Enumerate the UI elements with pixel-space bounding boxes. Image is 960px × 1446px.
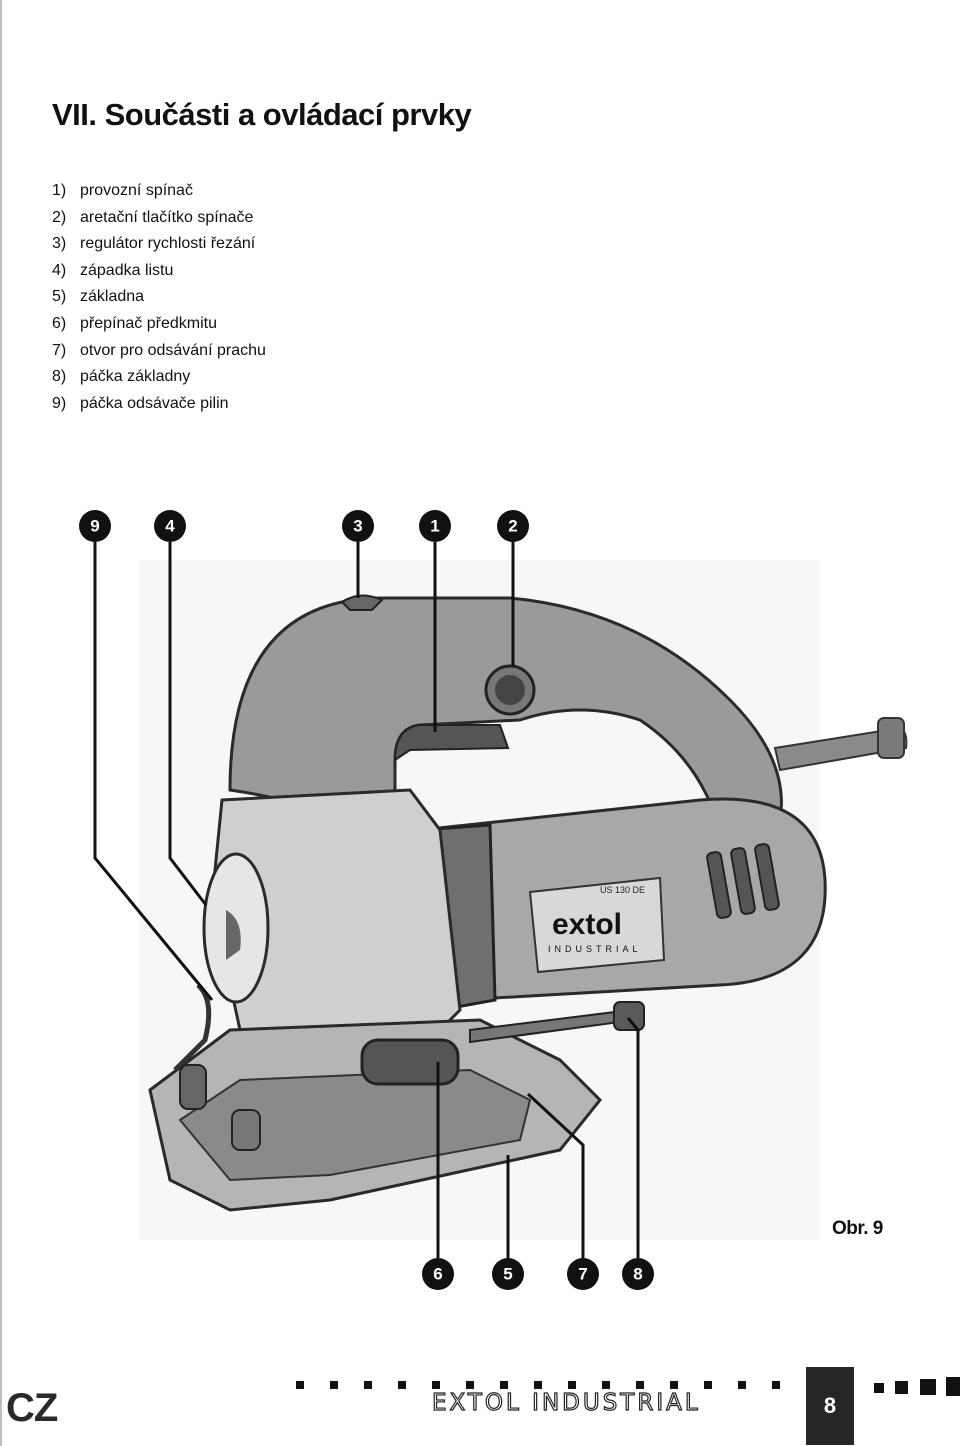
svg-text:9: 9 [90,517,99,536]
svg-text:3: 3 [353,517,362,536]
item-number: 6) [52,314,67,332]
item-number: 9) [52,394,67,412]
nameplate [528,876,666,974]
svg-text:6: 6 [433,1265,442,1284]
item-label: západka listu [80,261,174,279]
section-title: VII. Součásti a ovládací prvky [52,97,472,132]
svg-text:8: 8 [633,1265,642,1284]
list-item: 2) aretační tlačítko spínače [52,205,266,232]
vent-slots [706,843,780,919]
speed-regulator [340,594,384,611]
nameplate-brand: extol [552,908,622,941]
item-label: otvor pro odsávání prachu [80,341,266,359]
item-number: 8) [52,368,67,386]
item-label: páčka základny [80,368,191,386]
lock-button-center [495,675,525,705]
nameplate-sub: INDUSTRIAL [548,944,642,954]
list-item: 5) základna [52,284,266,311]
language-code: CZ [6,1386,58,1430]
brand-footer: EXTOL INDUSTRIAL [431,1389,701,1416]
callout-5: 5 [492,1258,524,1290]
svg-text:7: 7 [578,1265,587,1284]
item-number: 7) [52,341,67,359]
leader-lines [93,542,640,1258]
item-label: páčka odsávače pilin [80,394,229,412]
svg-text:4: 4 [165,517,175,536]
base-inner [178,1068,532,1182]
figure-caption: Obr. 9 [832,1218,883,1239]
blade-clamp-lever [226,910,241,960]
list-item: 8) páčka základny [52,364,266,391]
orbital-switch [360,1038,460,1086]
page-edge [0,0,2,1446]
list-item: 7) otvor pro odsávání prachu [52,338,266,365]
trigger-switch [393,724,510,762]
item-number: 1) [52,182,67,199]
list-item: 9) páčka odsávače pilin [52,391,266,418]
item-number: 3) [52,235,67,253]
callout-3: 3 [342,510,374,542]
dust-lever-knob [179,1064,207,1110]
base-lever-knob [613,1001,645,1031]
jigsaw-figure: US 130 DE extol INDUSTRIAL 9 4 3 1 2 6 5… [79,510,908,1290]
page-number: 8 [806,1367,854,1445]
callout-6: 6 [422,1258,454,1290]
item-number: 4) [52,261,67,279]
item-number: 5) [52,288,67,306]
svg-text:2: 2 [508,517,517,536]
nameplate-model: US 130 DE [600,885,645,895]
cord-sleeve [877,717,905,759]
item-label: provozní spínač [80,182,193,199]
list-item: 6) přepínač předkmitu [52,311,266,338]
list-item: 1) provozní spínač [52,178,266,205]
clamp-knob [231,1109,261,1151]
callout-1: 1 [419,510,451,542]
list-item: 3) regulátor rychlosti řezání [52,231,266,258]
svg-text:5: 5 [503,1265,512,1284]
callout-7: 7 [567,1258,599,1290]
parts-list: 1) provozní spínač 2) aretační tlačítko sp… [52,178,266,417]
item-number: 2) [52,208,67,226]
callout-8: 8 [622,1258,654,1290]
list-item: 4) západka listu [52,258,266,285]
item-label: regulátor rychlosti řezání [80,235,256,253]
callout-4: 4 [154,510,186,542]
svg-text:1: 1 [430,517,439,536]
item-label: přepínač předkmitu [80,314,217,332]
callout-9: 9 [79,510,111,542]
item-label: aretační tlačítko spínače [80,208,254,226]
callout-2: 2 [497,510,529,542]
item-label: základna [80,288,145,306]
